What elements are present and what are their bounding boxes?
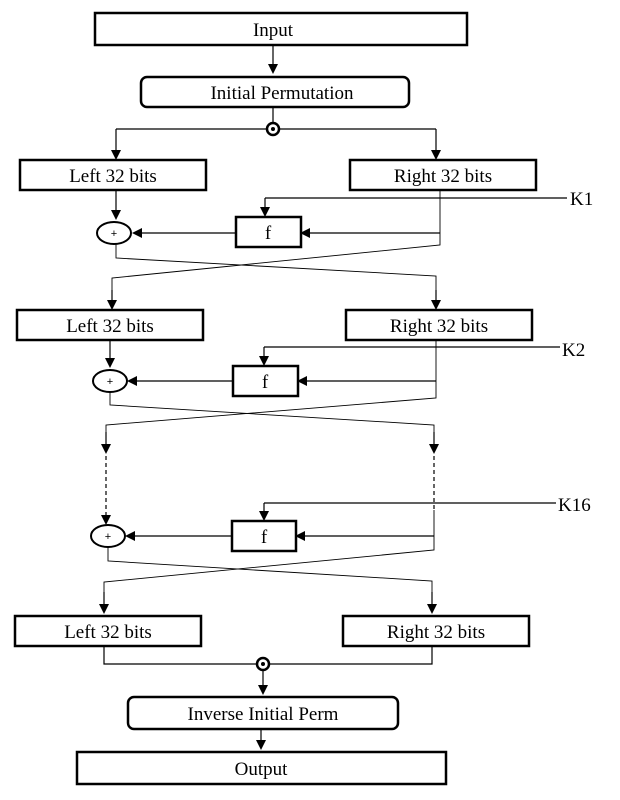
crossover-xor16-to-right: [107, 547, 433, 596]
crossover-right16-to-left: [103, 536, 435, 596]
left-32-bits-box-1: Left 32 bits: [18, 158, 208, 192]
split-junction-top-dot: [271, 127, 275, 131]
f-function-box-1: f: [234, 215, 303, 249]
xor-symbol-2: +: [107, 376, 113, 388]
inverse-initial-perm-label: Inverse Initial Perm: [188, 704, 339, 725]
output-box: Output: [75, 750, 448, 786]
input-label: Input: [253, 20, 294, 41]
key-label-k16: K16: [558, 495, 591, 516]
xor-symbol-1: +: [111, 228, 117, 240]
left-32-bits-label-1: Left 32 bits: [69, 166, 157, 187]
right-32-bits-label-2: Right 32 bits: [390, 316, 488, 337]
crossover-xor2-to-right: [109, 392, 435, 442]
f-label-1: f: [265, 223, 272, 244]
inverse-initial-perm-box: Inverse Initial Perm: [126, 695, 400, 731]
right-32-bits-label-final: Right 32 bits: [387, 622, 485, 643]
left-32-bits-label-2: Left 32 bits: [66, 316, 154, 337]
f-function-box-16: f: [230, 519, 298, 553]
xor-node-1: +: [96, 221, 132, 245]
left-32-bits-box-2: Left 32 bits: [15, 308, 205, 342]
xor-node-16: +: [90, 524, 126, 548]
input-box: Input: [93, 11, 469, 47]
f-label-2: f: [262, 372, 269, 393]
f-label-16: f: [261, 527, 268, 548]
left-32-bits-box-final: Left 32 bits: [13, 614, 203, 648]
key-label-k2: K2: [562, 340, 585, 361]
output-label: Output: [235, 759, 289, 780]
right-32-bits-box-1: Right 32 bits: [348, 158, 538, 192]
left-32-bits-label-final: Left 32 bits: [64, 622, 152, 643]
merge-line-bottom: [103, 646, 433, 665]
initial-permutation-box: Initial Permutation: [139, 75, 411, 109]
right-32-bits-label-1: Right 32 bits: [394, 166, 492, 187]
right-32-bits-box-final: Right 32 bits: [341, 614, 531, 648]
merge-junction-bottom-dot: [261, 662, 265, 666]
xor-symbol-16: +: [105, 531, 111, 543]
right-32-bits-box-2: Right 32 bits: [344, 308, 534, 342]
initial-permutation-label: Initial Permutation: [210, 83, 354, 104]
xor-node-2: +: [92, 369, 128, 393]
crossover-xor1-to-right2: [115, 244, 437, 306]
key-label-k1: K1: [570, 189, 593, 210]
f-function-box-2: f: [231, 364, 300, 398]
